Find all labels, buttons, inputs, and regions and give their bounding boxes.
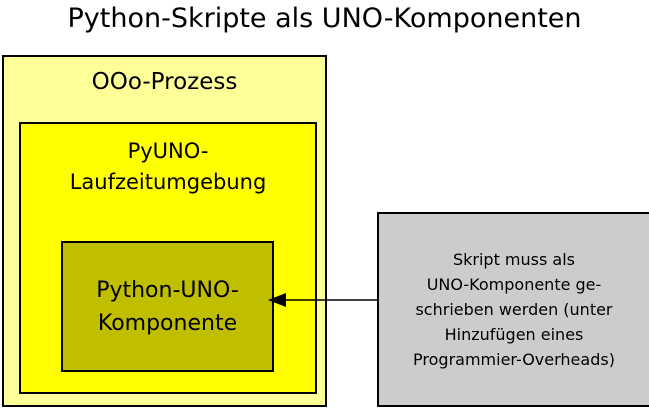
pyuno-runtime-label: PyUNO- Laufzeitumgebung <box>21 136 315 198</box>
note-text-line-5: Programmier-Overheads) <box>413 350 615 369</box>
page-title: Python-Skripte als UNO-Komponenten <box>67 3 582 34</box>
note-text-line-2: UNO-Komponente ge- <box>426 275 602 294</box>
pyuno-runtime-box: PyUNO- Laufzeitumgebung Python-UNO- Komp… <box>19 122 317 394</box>
python-uno-component-label-line-1: Python-UNO- <box>96 277 239 303</box>
python-uno-component-label-line-2: Komponente <box>97 310 238 336</box>
python-uno-component-box: Python-UNO- Komponente <box>61 241 274 372</box>
note-text-line-1: Skript muss als <box>452 250 575 269</box>
note-text: Skript muss als UNO-Komponente ge- schri… <box>407 247 621 372</box>
ooo-process-box: OOo-Prozess PyUNO- Laufzeitumgebung Pyth… <box>2 55 327 407</box>
note-box: Skript muss als UNO-Komponente ge- schri… <box>377 212 649 407</box>
pyuno-runtime-label-line-1: PyUNO- <box>127 139 209 163</box>
python-uno-component-label: Python-UNO- Komponente <box>96 274 239 340</box>
pyuno-runtime-label-line-2: Laufzeitumgebung <box>69 170 267 194</box>
note-text-line-3: schrieben werden (unter <box>415 300 613 319</box>
note-text-line-4: Hinzufügen eines <box>444 325 584 344</box>
ooo-process-label: OOo-Prozess <box>91 69 238 95</box>
